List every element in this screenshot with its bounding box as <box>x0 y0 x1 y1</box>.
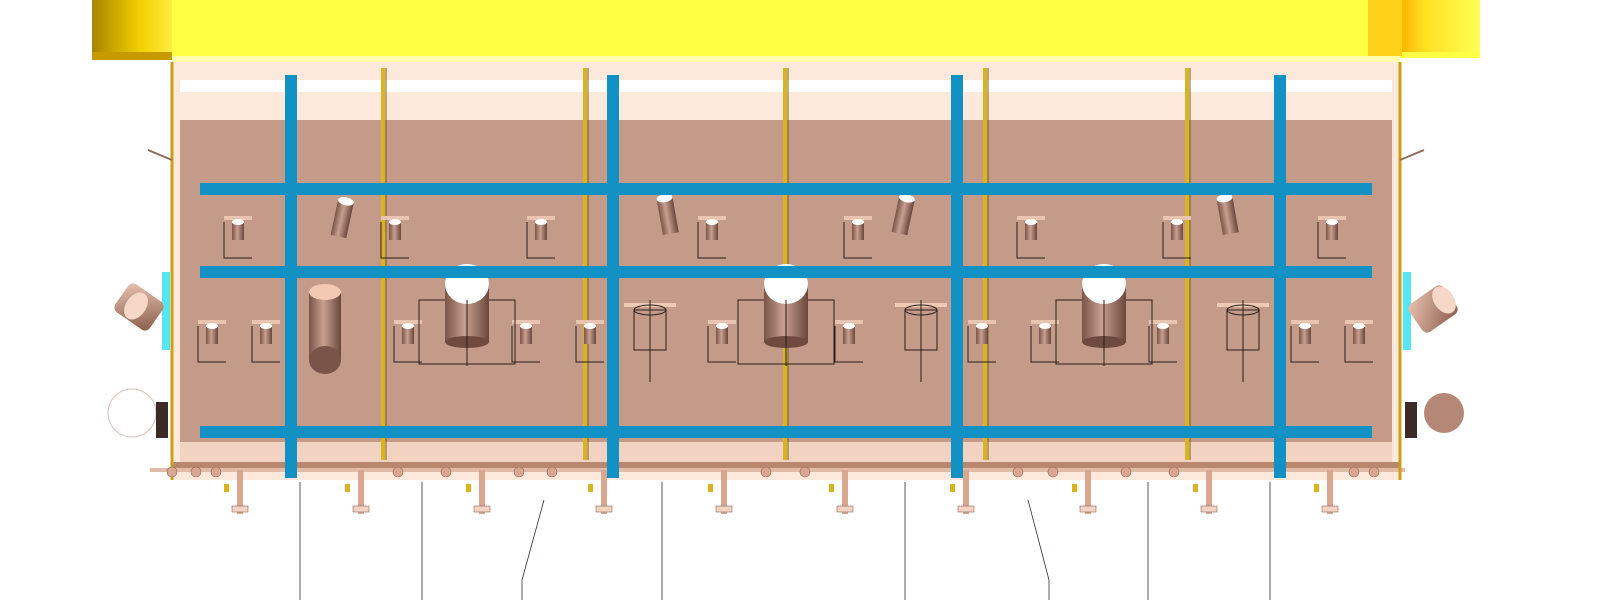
drop-pipe-4 <box>588 470 613 514</box>
lower-fitting-9 <box>1030 320 1059 363</box>
drop-pipe-10 <box>1314 470 1339 514</box>
drop-pipe-1 <box>224 470 249 514</box>
header-nozzle-11 <box>1047 466 1059 478</box>
lower-fitting-7 <box>834 320 863 363</box>
blue-horizontal-members <box>200 183 1372 438</box>
drop-pipe-9 <box>1193 470 1218 514</box>
header-nozzle-13 <box>1168 466 1180 478</box>
right-angled-port <box>1408 285 1458 333</box>
support-line-9 <box>1027 499 1050 581</box>
upper-fitting-5 <box>843 216 872 259</box>
header-nozzle-9 <box>799 466 811 478</box>
header-nozzle-2 <box>190 466 202 478</box>
upper-fitting-3 <box>526 216 555 259</box>
blue-vertical-members <box>285 75 1286 478</box>
gold-rail-3 <box>783 68 787 460</box>
left-cyan-strip <box>162 272 170 350</box>
header-nozzle-6 <box>513 466 525 478</box>
lower-fitting-2 <box>251 320 280 363</box>
lower-fitting-4 <box>511 320 540 363</box>
blue-vertical-member-1 <box>285 75 297 478</box>
header-nozzle-10 <box>1012 466 1024 478</box>
gold-rail-5 <box>1185 68 1189 460</box>
lower-fitting-12 <box>1344 320 1373 363</box>
blue-vertical-member-3 <box>951 75 963 478</box>
angled-cylinder-4 <box>1216 194 1239 236</box>
drop-pipe-6 <box>829 470 854 514</box>
drop-pipe-7 <box>950 470 975 514</box>
header-nozzle-5 <box>440 466 452 478</box>
header-nozzle-12 <box>1120 466 1132 478</box>
header-nozzle-15 <box>1368 466 1380 478</box>
drop-pipe-5 <box>708 470 733 514</box>
tall-vessel-3 <box>895 300 947 382</box>
blue-horizontal-member-2 <box>200 266 1372 278</box>
tall-vessel-4 <box>1217 300 1269 382</box>
drop-pipe-3 <box>466 470 491 514</box>
upper-fitting-2 <box>380 216 409 259</box>
upper-fitting-8 <box>1317 216 1346 259</box>
large-cylinder-tanks <box>309 264 1269 382</box>
gold-rail-4 <box>983 68 987 460</box>
bottom-header-nozzles <box>166 466 1380 478</box>
header-nozzle-4 <box>392 466 404 478</box>
blue-horizontal-member-1 <box>200 183 1372 195</box>
tall-vessel-1 <box>309 284 341 374</box>
gold-rail-2 <box>583 68 587 460</box>
lower-fitting-3 <box>393 320 422 363</box>
header-nozzle-3 <box>210 466 222 478</box>
side-equipment <box>107 149 1464 438</box>
angled-cylinder-1 <box>330 197 354 239</box>
upper-fitting-1 <box>223 216 252 259</box>
gold-rail-1 <box>381 68 385 460</box>
blue-horizontal-member-3 <box>200 426 1372 438</box>
support-line-7 <box>521 499 545 581</box>
angled-cylinder-3 <box>891 194 915 236</box>
angled-cylinder-2 <box>656 194 679 236</box>
upper-fitting-7 <box>1162 216 1191 259</box>
large-tank-3 <box>1055 264 1153 366</box>
header-nozzle-8 <box>760 466 772 478</box>
lower-fitting-6 <box>707 320 736 363</box>
support-lines <box>299 482 1271 600</box>
lower-fitting-11 <box>1290 320 1319 363</box>
right-cyan-strip <box>1403 272 1411 350</box>
lower-fitting-1 <box>197 320 226 363</box>
tall-vessel-2 <box>624 300 676 382</box>
lower-fitting-10 <box>1148 320 1177 363</box>
blue-vertical-member-2 <box>607 75 619 478</box>
small-cylinder-fittings-lower <box>197 320 1373 363</box>
gold-vertical-rails <box>381 68 1191 460</box>
bottom-drop-pipes <box>224 470 1339 514</box>
yellow-overhead-beam <box>92 0 1480 62</box>
lower-fitting-8 <box>967 320 996 363</box>
left-round-outline <box>107 388 157 438</box>
drop-pipe-8 <box>1072 470 1097 514</box>
lower-fitting-5 <box>575 320 604 363</box>
upper-fitting-6 <box>1016 216 1045 259</box>
header-nozzle-7 <box>546 466 558 478</box>
left-angled-port <box>114 283 164 331</box>
drop-pipe-2 <box>345 470 370 514</box>
right-round-fitting <box>1424 393 1464 433</box>
blue-vertical-member-4 <box>1274 75 1286 478</box>
header-nozzle-14 <box>1348 466 1360 478</box>
header-nozzle-1 <box>166 466 178 478</box>
upper-fitting-4 <box>697 216 726 259</box>
small-cylinder-fittings-upper <box>223 194 1346 259</box>
